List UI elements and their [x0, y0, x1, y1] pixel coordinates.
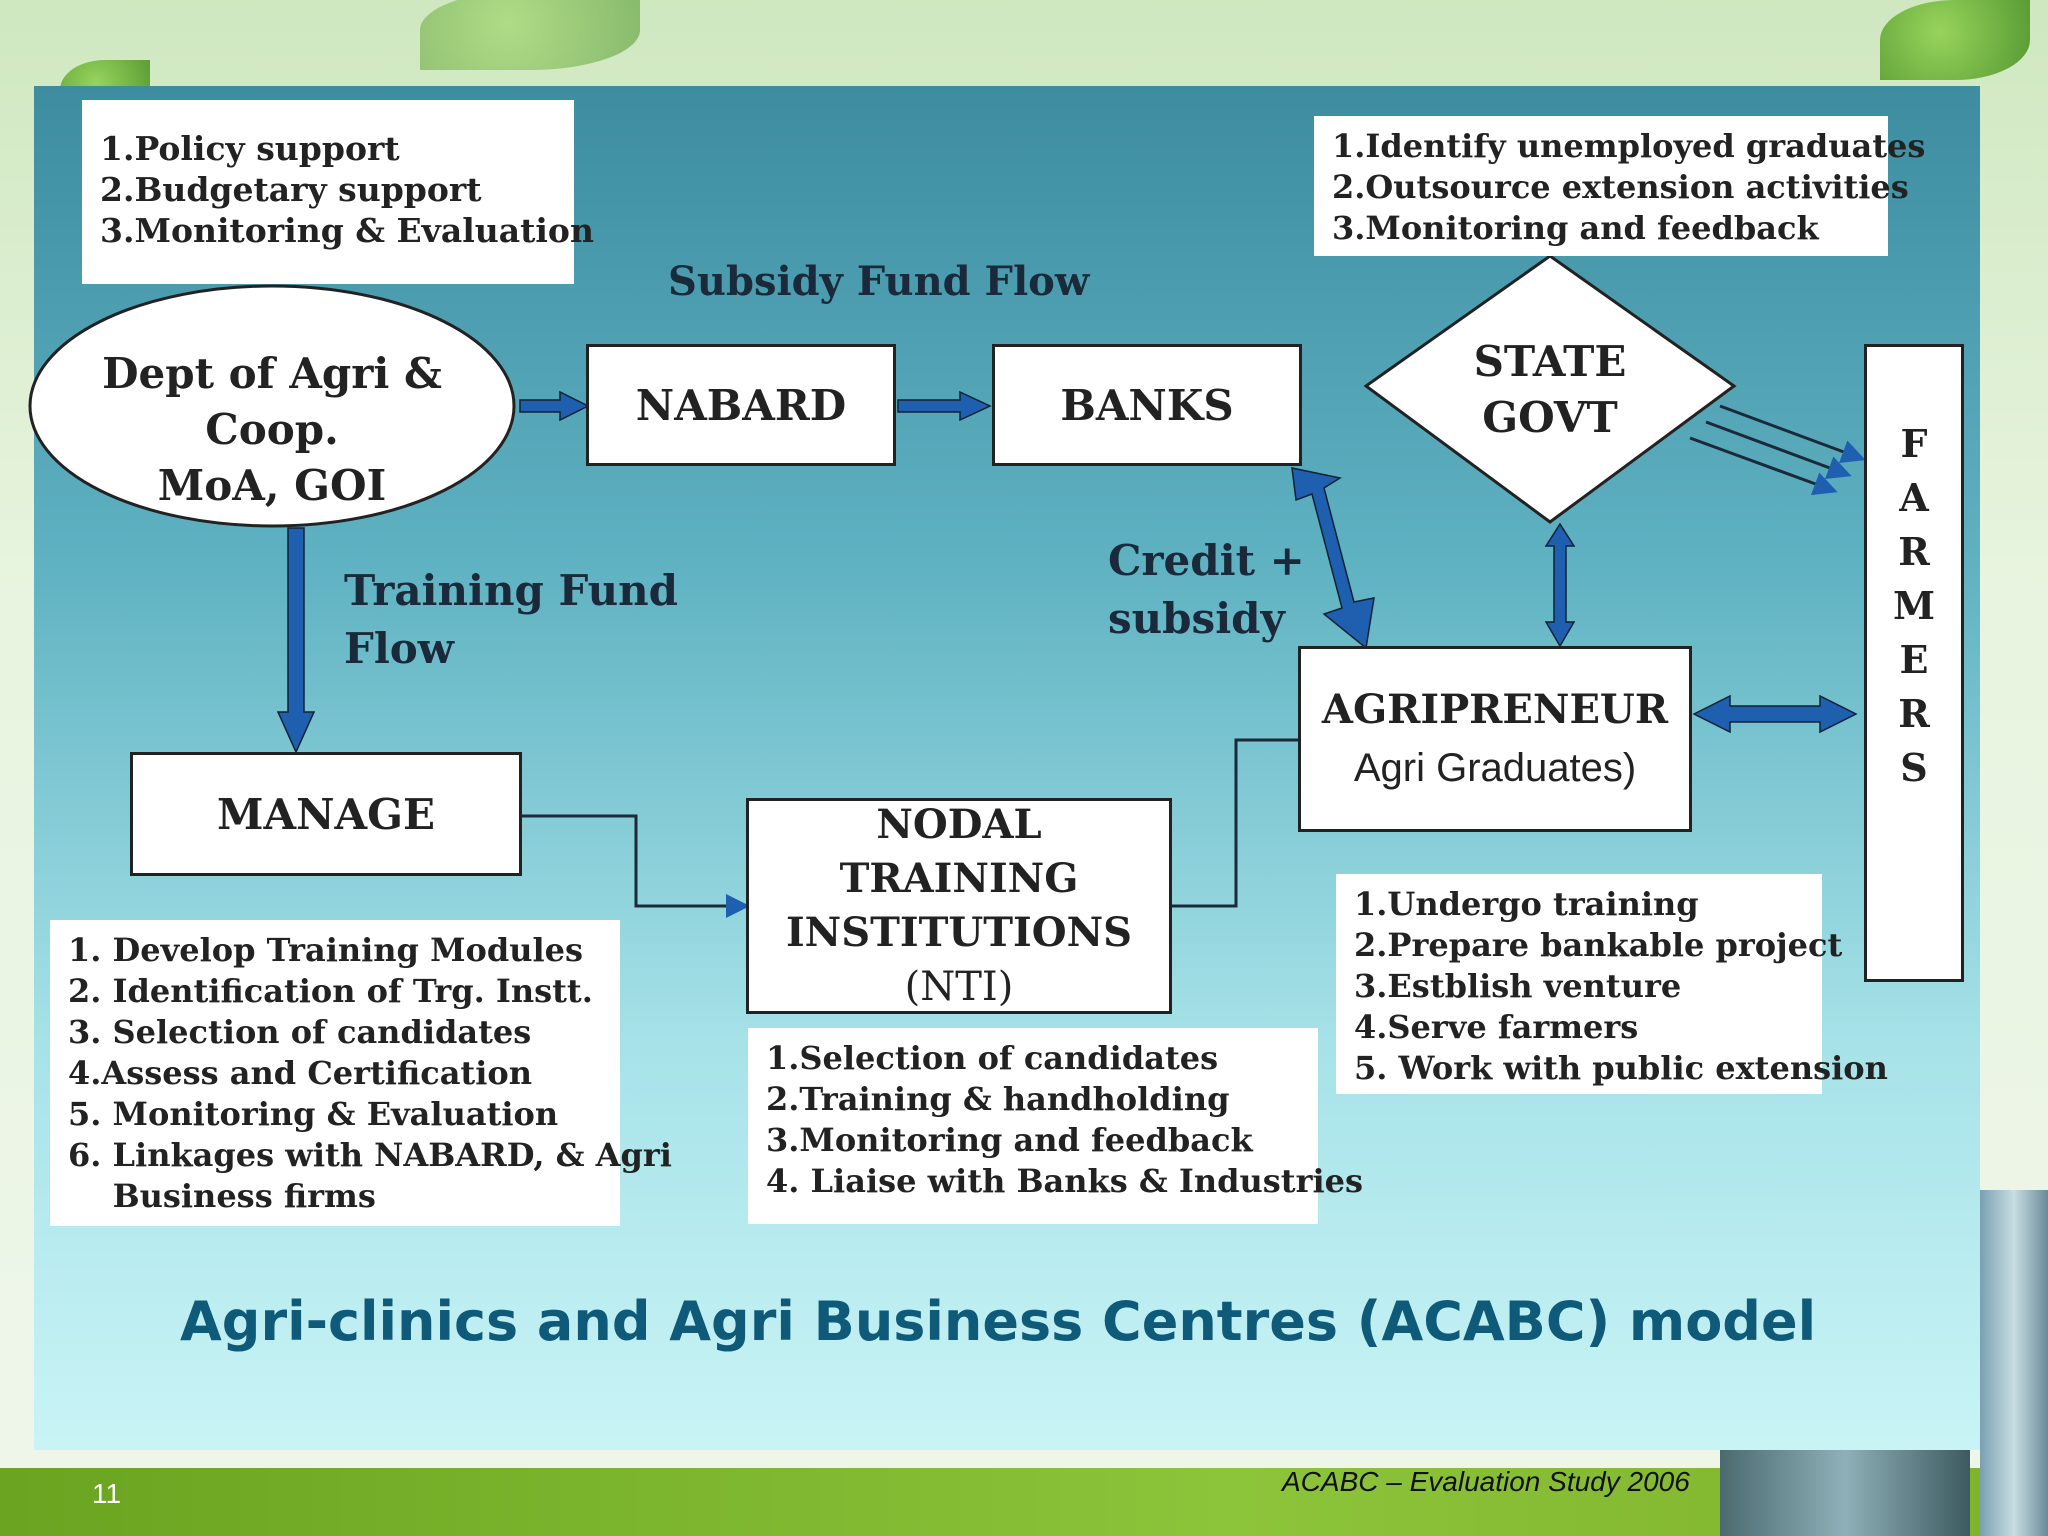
credit-line1: Credit +: [1108, 536, 1305, 585]
nti-line: (NTI): [904, 964, 1014, 1010]
manage-notes: 1. Develop Training Modules 2. Identific…: [50, 920, 672, 1226]
dept-node-line1: Dept of Agri & Coop.: [102, 349, 442, 454]
state-govt-node: STATE GOVT: [1400, 334, 1700, 446]
banks-node: BANKS: [992, 344, 1302, 466]
footer-source: ACABC – Evaluation Study 2006: [1282, 1466, 1690, 1497]
note-item: 4.Assess and Certification: [68, 1054, 532, 1092]
arrow-state-farmers: [1705, 420, 1852, 479]
footer-bar: [0, 1468, 2048, 1536]
note-item: Business firms: [68, 1177, 376, 1215]
building-image: [1720, 1450, 1970, 1536]
state-govt-node-shape: [1363, 254, 1737, 524]
agripreneur-notes: 1.Undergo training 2.Prepare bankable pr…: [1336, 874, 1888, 1094]
note-item: 1.Identify unemployed graduates: [1332, 127, 1926, 165]
arrow-dept-nabard: [519, 390, 590, 422]
connector-nti-agripreneur: [1172, 738, 1300, 908]
arrow-dept-manage: [276, 527, 316, 754]
note-item: 3.Monitoring and feedback: [766, 1121, 1253, 1159]
farmers-letter: A: [1899, 475, 1929, 520]
connector-manage-nti: [522, 814, 750, 918]
slide-title: Agri-clinics and Agri Business Centres (…: [180, 1290, 1817, 1353]
nti-node: NODAL TRAINING INSTITUTIONS (NTI): [746, 798, 1172, 1014]
arrow-state-agripreneur: [1544, 522, 1576, 648]
subsidy-flow-label: Subsidy Fund Flow: [668, 258, 1090, 305]
manage-label: MANAGE: [217, 789, 435, 839]
note-item: 3.Monitoring & Evaluation: [100, 211, 594, 250]
state-notes: 1.Identify unemployed graduates 2.Outsou…: [1314, 116, 1926, 256]
note-item: 4. Liaise with Banks & Industries: [766, 1162, 1363, 1200]
agripreneur-title: AGRIPRENEUR: [1321, 686, 1669, 733]
note-item: 3. Selection of candidates: [68, 1013, 532, 1051]
note-item: 1. Develop Training Modules: [68, 931, 583, 969]
farmers-letter: R: [1898, 691, 1930, 736]
note-item: 5. Monitoring & Evaluation: [68, 1095, 559, 1133]
farmers-letter: S: [1900, 745, 1928, 790]
arrow-state-farmers: [1719, 404, 1866, 463]
dept-node-shape: [28, 284, 516, 528]
training-flow-line1: Training Fund: [344, 566, 679, 615]
state-govt-line1: STATE: [1473, 337, 1627, 386]
arrow-nabard-banks: [897, 390, 992, 422]
manage-node: MANAGE: [130, 752, 522, 876]
nti-notes: 1.Selection of candidates 2.Training & h…: [748, 1028, 1363, 1224]
note-item: 3.Monitoring and feedback: [1332, 209, 1819, 247]
nti-line: TRAINING: [839, 855, 1079, 902]
note-item: 2.Budgetary support: [100, 170, 482, 209]
dept-notes: 1.Policy support 2.Budgetary support 3.M…: [82, 100, 594, 284]
farmers-letter: E: [1899, 637, 1929, 682]
farmers-node: F A R M E R S: [1864, 344, 1964, 982]
note-item: 2.Prepare bankable project: [1354, 926, 1843, 964]
arrow-state-farmers: [1689, 436, 1838, 496]
training-flow-line2: Flow: [344, 624, 454, 673]
credit-line2: subsidy: [1108, 594, 1285, 643]
credit-subsidy-label: Credit + subsidy: [1108, 532, 1305, 648]
note-item: 1.Undergo training: [1354, 885, 1699, 923]
note-item: 1.Selection of candidates: [766, 1039, 1219, 1077]
nti-line: NODAL: [876, 801, 1042, 848]
note-item: 2. Identification of Trg. Instt.: [68, 972, 593, 1010]
arrow-agripreneur-farmers: [1692, 694, 1858, 734]
note-item: 2.Training & handholding: [766, 1080, 1230, 1118]
nabard-label: NABARD: [635, 380, 847, 430]
nabard-node: NABARD: [586, 344, 896, 466]
banks-label: BANKS: [1060, 380, 1234, 430]
agripreneur-node: AGRIPRENEUR Agri Graduates): [1298, 646, 1692, 832]
leaf-decoration: [420, 0, 640, 70]
dept-node: Dept of Agri & Coop. MoA, GOI: [30, 346, 514, 514]
note-item: 4.Serve farmers: [1354, 1008, 1639, 1046]
farmers-letter: F: [1900, 421, 1928, 466]
state-govt-line2: GOVT: [1482, 393, 1618, 442]
farmers-letter: R: [1898, 529, 1930, 574]
nti-line: INSTITUTIONS: [785, 909, 1133, 956]
agripreneur-subtitle: Agri Graduates): [1353, 746, 1637, 790]
note-item: 6. Linkages with NABARD, & Agri: [68, 1136, 672, 1174]
note-item: 3.Estblish venture: [1354, 967, 1682, 1005]
farmers-letter: M: [1892, 583, 1936, 628]
note-item: 5. Work with public extension: [1354, 1049, 1888, 1087]
leaf-decoration: [1880, 0, 2030, 80]
training-flow-label: Training Fund Flow: [344, 562, 678, 678]
note-item: 1.Policy support: [100, 129, 400, 168]
building-image: [1980, 1190, 2048, 1536]
page-number: 11: [92, 1478, 122, 1509]
note-item: 2.Outsource extension activities: [1332, 168, 1909, 206]
dept-node-line2: MoA, GOI: [157, 461, 387, 510]
